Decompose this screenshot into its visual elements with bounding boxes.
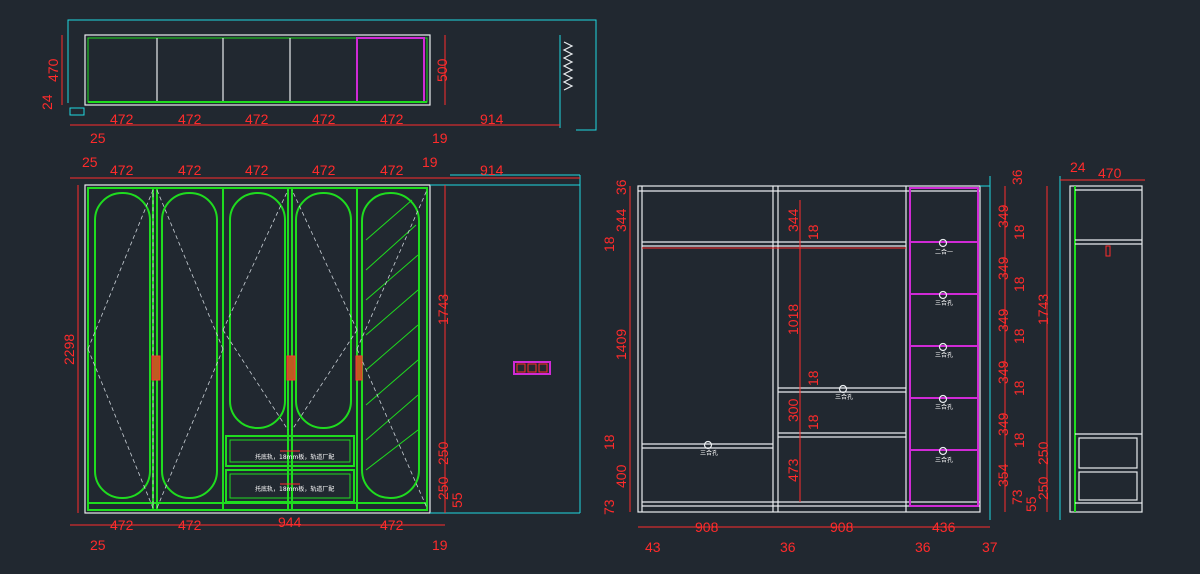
dim-right-349d: 349 [995,360,1011,384]
dim-left-36: 36 [613,179,629,195]
dim-right-18d: 18 [1011,380,1027,396]
dim-25: 25 [90,130,106,146]
door-handle-3 [355,355,363,381]
dim-right-349c: 349 [995,308,1011,332]
dim-right-73: 73 [1009,489,1025,505]
door-handle-1 [151,355,161,381]
hole-note-7: 三合孔 [700,449,718,457]
hole-note-3: 三合孔 [935,351,953,359]
dim-bottom-43: 43 [645,539,661,555]
dim-24: 24 [39,94,55,110]
top-elevation: 470 24 500 472 472 472 472 472 25 19 914 [39,19,597,146]
dim-bottom-25: 25 [90,537,106,553]
dim-right-354: 354 [995,463,1011,487]
dim-bottom-908-a: 908 [695,519,719,535]
hole-note-5: 三合孔 [935,456,953,464]
dim-left-400: 400 [613,464,629,488]
dim-mid-473: 473 [785,458,801,482]
dim-bottom-944: 944 [278,514,302,530]
side-dim-250-b: 250 [1035,476,1051,500]
hole-note-1: 二合一 [935,248,953,256]
dim-bottom-908-b: 908 [830,519,854,535]
dim-left-344: 344 [613,208,629,232]
dim-bottom-3: 472 [380,517,404,533]
dim-mid-18b: 18 [805,370,821,386]
interior-elevation: 二合一 三合孔 三合孔 三合孔 三合孔 三合孔 三合孔 36 344 18 14… [601,169,1027,555]
hole-note-2: 三合孔 [935,299,953,307]
side-dim-1743: 1743 [1035,294,1051,325]
dim-width-3: 472 [245,111,269,127]
dim-width-2: 472 [178,111,202,127]
side-dim-250-a: 250 [1035,441,1051,465]
dim-right-349e: 349 [995,412,1011,436]
side-dim-55: 55 [1023,496,1039,512]
dim-top-19: 19 [422,154,438,170]
dim-bottom-1: 472 [110,517,134,533]
dim-250-b: 250 [435,476,451,500]
dim-width-5: 472 [380,111,404,127]
dim-mid-344: 344 [785,208,801,232]
dim-mid-1018: 1018 [785,304,801,335]
dim-left-1409: 1409 [613,329,629,360]
dim-bottom-2: 472 [178,517,202,533]
dim-55: 55 [449,492,465,508]
hole-note-6: 三合孔 [835,393,853,401]
side-dim-24: 24 [1070,159,1086,175]
dim-top-914: 914 [480,162,504,178]
drawer-note-2: 托底轨，18mm板，轨道厂配 [255,485,334,493]
dim-right-18b: 18 [1011,276,1027,292]
dim-19: 19 [432,130,448,146]
dim-top-5: 472 [380,162,404,178]
door-handle-2 [286,355,296,381]
dim-2298: 2298 [61,334,77,365]
dim-top-4: 472 [312,162,336,178]
dim-mid-18a: 18 [805,224,821,240]
dim-top-2: 472 [178,162,202,178]
dim-mid-18c: 18 [805,414,821,430]
dim-bottom-36-a: 36 [780,539,796,555]
front-elevation: 托底轨，18mm板，轨道厂配 托底轨，18mm板，轨道厂配 25 472 472… [61,154,581,553]
dim-right-36: 36 [1009,169,1025,185]
dim-914: 914 [480,111,504,127]
dim-right-18a: 18 [1011,224,1027,240]
dim-1743: 1743 [435,294,451,325]
dim-top-1: 472 [110,162,134,178]
hole-note-4: 三合孔 [935,403,953,411]
dim-bottom-19: 19 [432,537,448,553]
dim-top-25: 25 [82,154,98,170]
side-dim-470: 470 [1098,165,1122,181]
dim-left-18b: 18 [601,434,617,450]
dim-left-18a: 18 [601,236,617,252]
dim-width-1: 472 [110,111,134,127]
dim-bottom-37: 37 [982,539,998,555]
dim-500: 500 [434,58,450,82]
dim-top-3: 472 [245,162,269,178]
dim-mid-300: 300 [785,398,801,422]
side-elevation: 24 470 1743 250 250 55 [1023,159,1145,520]
dim-250-a: 250 [435,441,451,465]
dim-right-349a: 349 [995,204,1011,228]
drawer-note-1: 托底轨，18mm板，轨道厂配 [255,453,334,461]
dim-bottom-436: 436 [932,519,956,535]
dim-width-4: 472 [312,111,336,127]
dim-470: 470 [45,58,61,82]
dim-right-18c: 18 [1011,328,1027,344]
dim-right-18e: 18 [1011,432,1027,448]
dim-left-73: 73 [601,499,617,515]
dim-bottom-36-b: 36 [915,539,931,555]
dim-right-349b: 349 [995,256,1011,280]
